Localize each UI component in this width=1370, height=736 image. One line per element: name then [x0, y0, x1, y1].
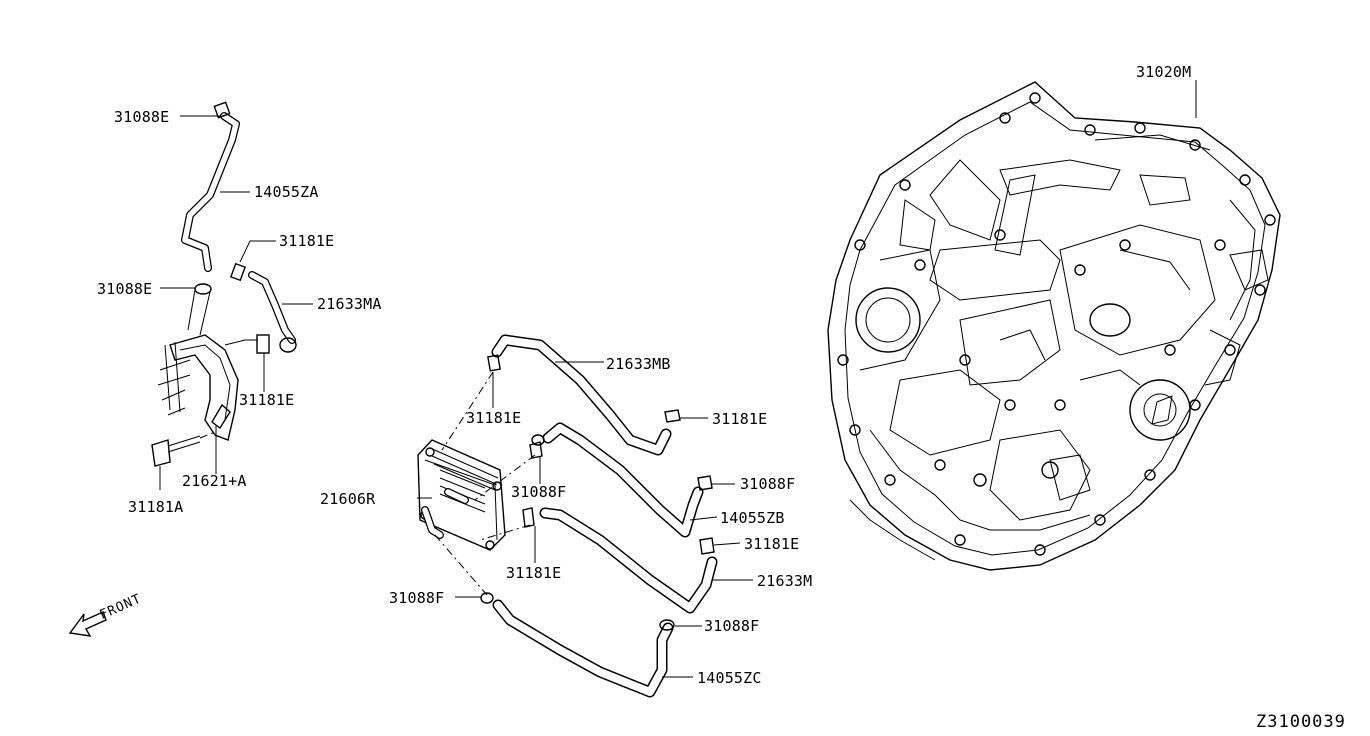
part-label-31020M: 31020M	[1136, 63, 1192, 81]
part-label-31088F-c: 31088F	[389, 589, 445, 607]
part-label-31181E-d: 31181E	[712, 410, 768, 428]
part-label-21633MA: 21633MA	[317, 295, 382, 313]
part-label-31088F-b: 31088F	[740, 475, 796, 493]
part-label-14055ZB: 14055ZB	[720, 509, 785, 527]
part-label-31088F-a: 31088F	[511, 483, 567, 501]
part-label-21621A: 21621+A	[182, 472, 247, 490]
diagram-id: Z3100039	[1256, 712, 1346, 732]
part-label-31088E-mid: 31088E	[97, 280, 153, 298]
front-arrow-icon	[68, 611, 107, 637]
label-leader-lines	[159, 80, 1197, 678]
oil-cooler-group-drawing	[417, 334, 718, 698]
part-label-31088E-top: 31088E	[114, 108, 170, 126]
part-label-31088F-d: 31088F	[704, 617, 760, 635]
part-label-14055ZA: 14055ZA	[254, 183, 319, 201]
part-label-14055ZC: 14055ZC	[697, 669, 762, 687]
part-label-31181E-e: 31181E	[744, 535, 800, 553]
part-label-21606R: 21606R	[320, 490, 376, 508]
transmission-assembly-drawing	[827, 81, 1281, 571]
part-label-31181E-f: 31181E	[506, 564, 562, 582]
part-label-31181E-a: 31181E	[279, 232, 335, 250]
left-hose-group-drawing	[151, 101, 297, 467]
part-label-31181E-c: 31181E	[466, 409, 522, 427]
part-label-31181E-b: 31181E	[239, 391, 295, 409]
part-label-31181A: 31181A	[128, 498, 184, 516]
part-label-21633M: 21633M	[757, 572, 813, 590]
part-label-21633MB: 21633MB	[606, 355, 671, 373]
